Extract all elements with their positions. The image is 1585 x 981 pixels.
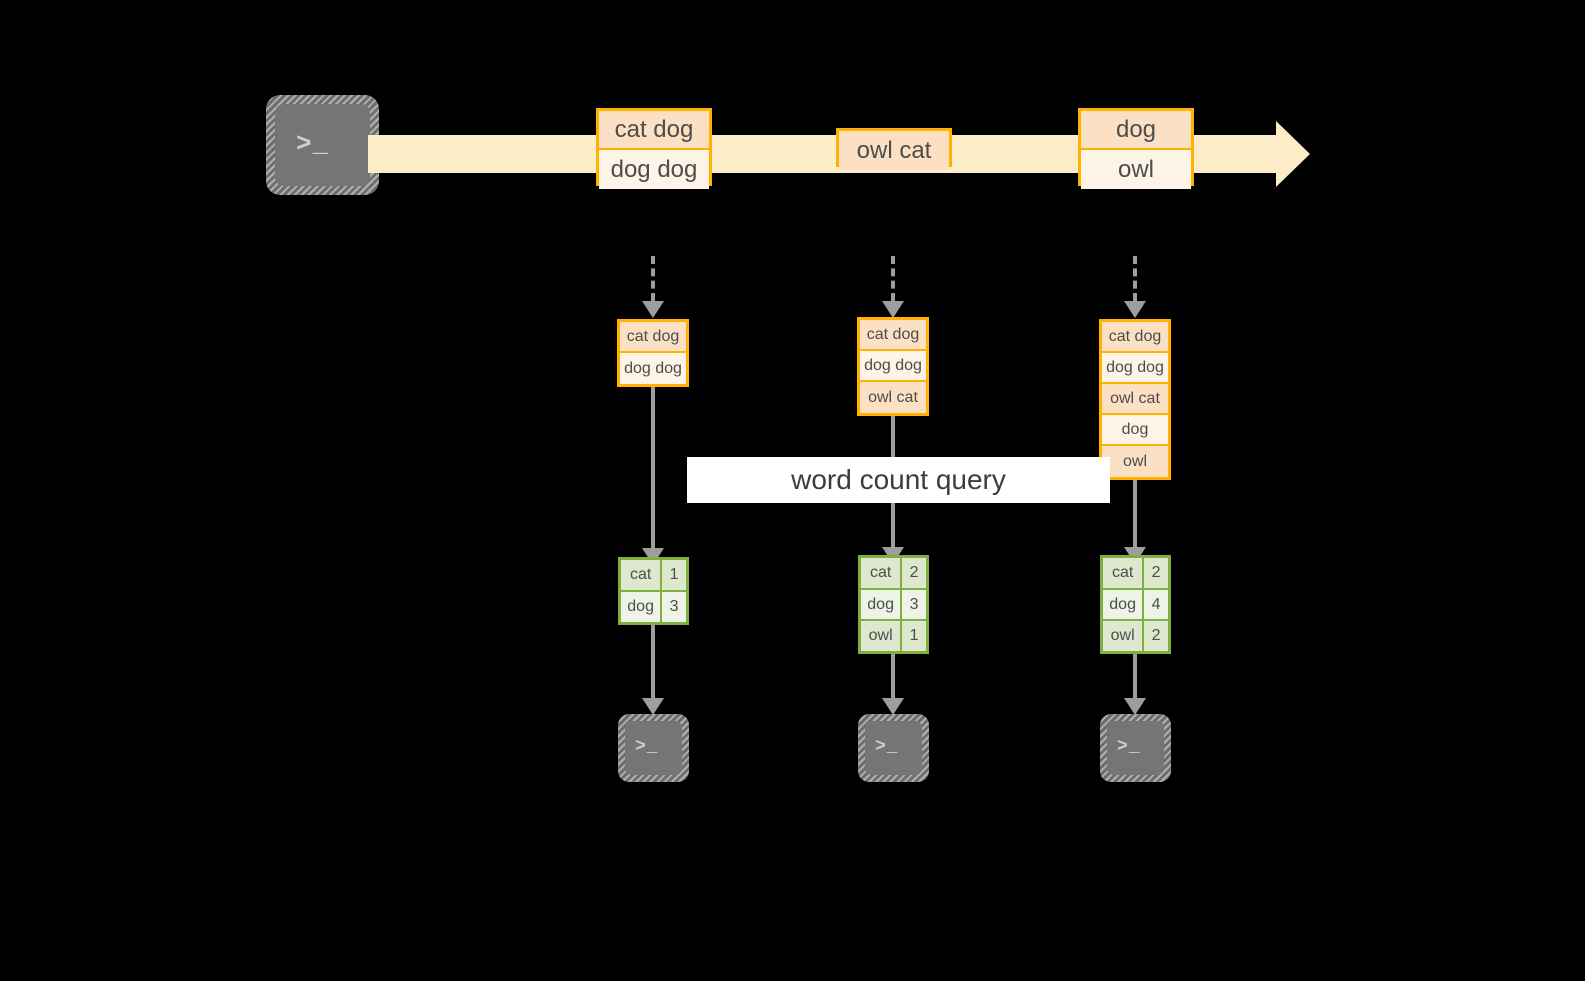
connector-arrowhead	[1124, 698, 1146, 715]
input-table-row: cat dog	[860, 320, 926, 351]
result-row: owl 2	[1103, 621, 1168, 652]
connector-shaft	[651, 256, 655, 301]
result-table-3: cat 2 dog 4 owl 2	[1100, 555, 1171, 654]
connector-shaft	[891, 654, 895, 698]
stream-event-row: owl	[1081, 150, 1191, 189]
result-row: dog 4	[1103, 589, 1168, 622]
result-key: dog	[1103, 589, 1145, 620]
terminal-screen	[625, 721, 682, 775]
terminal-prompt-glyph: >_	[635, 737, 659, 757]
result-table-1: cat 1 dog 3	[618, 557, 689, 625]
connector-input-to-result-3	[1123, 480, 1147, 564]
input-table-row: owl cat	[1102, 384, 1168, 415]
stream-batch-2: owl cat	[836, 128, 952, 170]
connector-shaft	[651, 387, 655, 548]
terminal-prompt-glyph: >_	[875, 737, 899, 757]
stream-event-row: dog dog	[599, 150, 709, 189]
query-label: word count query	[687, 457, 1110, 503]
stream-event-row: cat dog	[599, 111, 709, 150]
connector-arrowhead	[642, 698, 664, 715]
input-table-row: owl	[1102, 446, 1168, 477]
result-key: cat	[861, 558, 903, 588]
connector-arrowhead	[642, 301, 664, 318]
connector-shaft	[1133, 654, 1137, 698]
result-value: 2	[1144, 621, 1168, 652]
connector-shaft	[891, 256, 895, 301]
result-key: cat	[621, 560, 663, 590]
sink-terminal-icon-1: >_	[618, 714, 689, 782]
source-terminal-icon: >_	[266, 95, 379, 195]
connector-stream-to-input-2	[881, 256, 905, 318]
stream-event-row: owl cat	[839, 131, 949, 170]
result-key: dog	[621, 592, 663, 622]
connector-shaft	[1133, 256, 1137, 301]
input-table-row: cat dog	[620, 322, 686, 353]
terminal-screen	[275, 104, 370, 186]
result-row: dog 3	[621, 592, 686, 622]
connector-result-to-sink-2	[881, 654, 905, 715]
result-value: 1	[662, 560, 686, 590]
input-table-row: dog	[1102, 415, 1168, 446]
result-row: cat 2	[1103, 558, 1168, 590]
result-row: owl 1	[861, 621, 926, 652]
result-row: cat 2	[861, 558, 926, 590]
connector-result-to-sink-1	[641, 625, 665, 715]
stream-batch-3: dog owl	[1078, 108, 1194, 189]
result-value: 3	[662, 592, 686, 622]
result-key: owl	[861, 621, 903, 652]
connector-input-to-result-1	[641, 387, 665, 565]
query-label-text: word count query	[791, 464, 1006, 495]
result-value: 2	[1144, 558, 1168, 588]
result-row: dog 3	[861, 589, 926, 622]
stream-event-row: dog	[1081, 111, 1191, 150]
input-table-row: dog dog	[1102, 353, 1168, 384]
input-table-row: dog dog	[620, 353, 686, 384]
result-value: 3	[902, 589, 926, 620]
result-value: 1	[902, 621, 926, 652]
input-table-row: owl cat	[860, 382, 926, 413]
result-key: cat	[1103, 558, 1145, 588]
result-key: dog	[861, 589, 903, 620]
sink-terminal-icon-3: >_	[1100, 714, 1171, 782]
connector-stream-to-input-3	[1123, 256, 1147, 318]
connector-stream-to-input-1	[641, 256, 665, 318]
input-table-1: cat dog dog dog	[617, 319, 689, 387]
sink-terminal-icon-2: >_	[858, 714, 929, 782]
terminal-prompt-glyph: >_	[1117, 737, 1141, 757]
connector-result-to-sink-3	[1123, 654, 1147, 715]
result-key: owl	[1103, 621, 1145, 652]
terminal-screen	[1107, 721, 1164, 775]
connector-arrowhead	[882, 301, 904, 318]
result-value: 4	[1144, 589, 1168, 620]
result-table-2: cat 2 dog 3 owl 1	[858, 555, 929, 654]
input-table-row: dog dog	[860, 351, 926, 382]
connector-arrowhead	[1124, 301, 1146, 318]
connector-arrowhead	[882, 698, 904, 715]
stream-batch-1: cat dog dog dog	[596, 108, 712, 189]
connector-shaft	[1133, 480, 1137, 547]
input-table-2: cat dog dog dog owl cat	[857, 317, 929, 416]
event-stream-arrowhead	[1276, 121, 1310, 187]
terminal-screen	[865, 721, 922, 775]
input-table-row: cat dog	[1102, 322, 1168, 353]
input-table-3: cat dog dog dog owl cat dog owl	[1099, 319, 1171, 480]
connector-shaft	[651, 625, 655, 698]
result-row: cat 1	[621, 560, 686, 592]
result-value: 2	[902, 558, 926, 588]
terminal-prompt-glyph: >_	[296, 129, 330, 159]
